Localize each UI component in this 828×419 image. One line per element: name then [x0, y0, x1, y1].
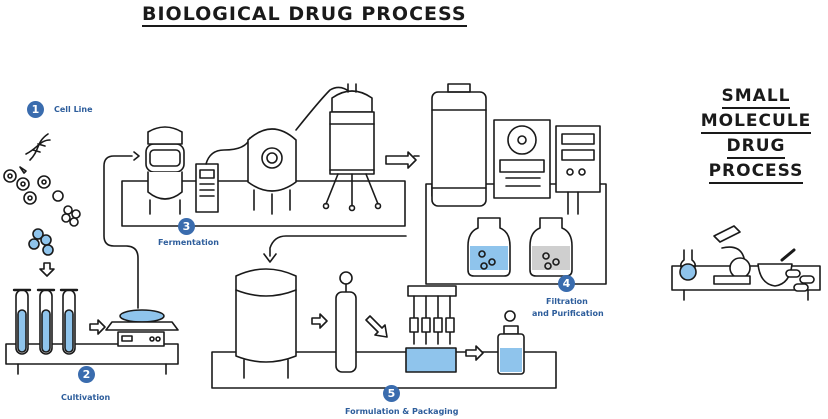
- filling-machine-icon: [405, 285, 457, 373]
- vessel-icon: [322, 83, 382, 212]
- dna-icon: [25, 133, 51, 161]
- gas-cylinder-icon: [335, 271, 357, 373]
- side-title-line: PROCESS: [708, 161, 804, 184]
- fermentation-platform: [121, 180, 406, 227]
- step-4-label-line1: Filtration: [546, 297, 588, 306]
- controller-icon: [195, 137, 251, 213]
- microscope-icon: [713, 225, 751, 285]
- flask-icon: [679, 249, 697, 281]
- side-title-line: SMALL: [721, 86, 791, 109]
- bottle-icon: [467, 217, 573, 277]
- pill-icon: [785, 269, 815, 292]
- side-title-line: DRUG: [726, 136, 786, 159]
- step-2-badge: 2: [78, 366, 95, 383]
- step-3-label: Fermentation: [158, 238, 219, 247]
- step-1-badge: 1: [27, 101, 44, 118]
- instrument-icon: [555, 125, 601, 215]
- cell-cluster-icon: [28, 205, 81, 256]
- step-2-label: Cultivation: [61, 393, 111, 402]
- arrow-icon: [19, 166, 55, 277]
- tube-pipe: [263, 235, 407, 263]
- step-4-label-line2: and Purification: [532, 309, 604, 318]
- vial-icon: [497, 310, 525, 375]
- side-title-line: MOLECULE: [700, 111, 812, 134]
- side-title: SMALL MOLECULE DRUG PROCESS: [686, 86, 826, 186]
- page-title: BIOLOGICAL DRUG PROCESS: [142, 3, 467, 27]
- column-icon: [431, 83, 487, 207]
- step-3-badge: 3: [178, 218, 195, 235]
- test-tube-icon: [12, 288, 79, 355]
- cell-icon: [3, 169, 64, 205]
- storage-tank-icon: [235, 268, 297, 379]
- step-5-label: Formulation & Packaging: [345, 407, 459, 416]
- centrifuge-icon: [493, 119, 551, 199]
- step-4-badge: 4: [558, 275, 575, 292]
- shaker-icon: [105, 309, 179, 347]
- arrow-icon: [385, 151, 420, 169]
- bioreactor-icon: [145, 126, 185, 215]
- step-5-badge: 5: [383, 385, 400, 402]
- arrow-icon: [89, 319, 106, 335]
- tube-pipe: [103, 151, 140, 309]
- fermenter-tank-icon: [247, 86, 351, 215]
- arrow-icon: [311, 313, 484, 361]
- step-1-label: Cell Line: [54, 105, 93, 114]
